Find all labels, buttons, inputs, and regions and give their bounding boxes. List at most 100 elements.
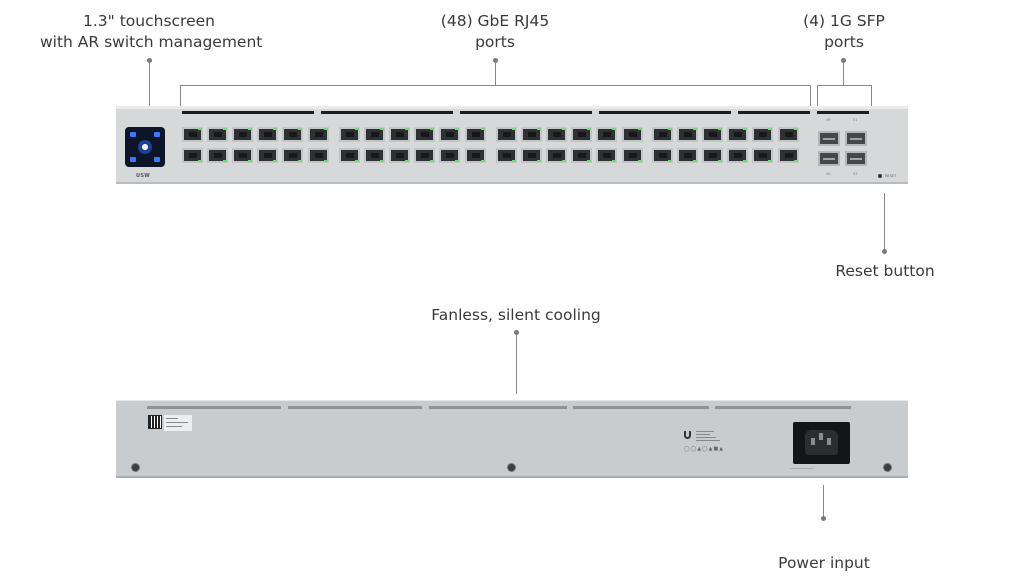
reset-callout: Reset button (835, 262, 935, 280)
screw-icon (507, 463, 516, 472)
rj45-port[interactable] (677, 148, 698, 163)
rj45-port[interactable] (282, 127, 303, 142)
sfp-bracket (817, 85, 871, 86)
sfp-port[interactable] (845, 131, 867, 146)
link-led (273, 128, 277, 130)
sfp-port[interactable] (845, 151, 867, 166)
link-led (430, 128, 434, 130)
rj45-port[interactable] (752, 127, 773, 142)
vent-slot (429, 406, 567, 409)
sfp-callout-line2: ports (824, 33, 864, 51)
rj45-port[interactable] (778, 127, 799, 142)
link-led (768, 128, 772, 130)
rj45-port[interactable] (257, 148, 278, 163)
rj45-port[interactable] (571, 127, 592, 142)
reset-button[interactable] (878, 174, 882, 178)
touchscreen-bl-icon (130, 157, 136, 162)
rj45-port[interactable] (207, 127, 228, 142)
sfp-callout-line1: (4) 1G SFP (803, 12, 885, 30)
rj45-port[interactable] (232, 127, 253, 142)
rj45-port[interactable] (339, 127, 360, 142)
rj45-port[interactable] (496, 127, 517, 142)
link-led (718, 160, 722, 162)
rj45-port[interactable] (727, 127, 748, 142)
rj45-port[interactable] (652, 148, 673, 163)
rj45-port[interactable] (571, 148, 592, 163)
link-led (562, 160, 566, 162)
rj45-port[interactable] (364, 127, 385, 142)
rj45-port[interactable] (364, 148, 385, 163)
rj45-port[interactable] (308, 148, 329, 163)
rj45-port[interactable] (546, 148, 567, 163)
sfp-port[interactable] (818, 131, 840, 146)
port-group-bar (738, 111, 810, 114)
link-led (668, 160, 672, 162)
rj45-port[interactable] (752, 148, 773, 163)
link-led (355, 160, 359, 162)
rj45-port[interactable] (182, 127, 203, 142)
rj45-port[interactable] (778, 148, 799, 163)
vent-slot (147, 406, 281, 409)
rj45-port[interactable] (414, 148, 435, 163)
rj45-port[interactable] (414, 127, 435, 142)
rj45-port[interactable] (727, 148, 748, 163)
port-group-bar (321, 111, 453, 114)
rj45-port[interactable] (439, 148, 460, 163)
rj45-port[interactable] (439, 127, 460, 142)
rj45-port[interactable] (257, 127, 278, 142)
regulatory-text (696, 437, 716, 438)
rj45-port[interactable] (622, 148, 643, 163)
link-led (455, 128, 459, 130)
touchscreen-dial (138, 140, 152, 154)
sfp-bracket-right (871, 85, 872, 106)
link-led (638, 128, 642, 130)
screw-icon (883, 463, 892, 472)
rj45-port[interactable] (465, 127, 486, 142)
port-group-bar (182, 111, 314, 114)
rj45-port[interactable] (282, 148, 303, 163)
rj45-port[interactable] (622, 127, 643, 142)
sfp-callout-dot (841, 58, 846, 63)
link-led (794, 160, 798, 162)
rj45-port[interactable] (232, 148, 253, 163)
rj45-callout-stem (495, 61, 496, 86)
touchscreen-icon (125, 127, 165, 167)
touchscreen-tl-icon (130, 132, 136, 137)
touchscreen-br-icon (154, 157, 160, 162)
link-led (380, 128, 384, 130)
link-led (298, 128, 302, 130)
link-led (405, 160, 409, 162)
rj45-port[interactable] (652, 127, 673, 142)
link-led (638, 160, 642, 162)
rj45-port[interactable] (702, 127, 723, 142)
rj45-bracket-left (180, 85, 181, 106)
port-group-bar (460, 111, 592, 114)
rj45-port[interactable] (389, 148, 410, 163)
link-led (405, 128, 409, 130)
rj45-port[interactable] (677, 127, 698, 142)
link-led (693, 128, 697, 130)
rj45-port[interactable] (465, 148, 486, 163)
link-led (223, 160, 227, 162)
link-led (248, 128, 252, 130)
link-led (248, 160, 252, 162)
rj45-port[interactable] (339, 148, 360, 163)
rj45-port[interactable] (207, 148, 228, 163)
power-pin (827, 438, 831, 445)
rj45-port[interactable] (308, 127, 329, 142)
rj45-port[interactable] (182, 148, 203, 163)
power-socket-icon[interactable] (793, 422, 850, 464)
rj45-port[interactable] (521, 148, 542, 163)
rj45-port[interactable] (596, 127, 617, 142)
rj45-port[interactable] (496, 148, 517, 163)
rj45-port[interactable] (702, 148, 723, 163)
sfp-port[interactable] (818, 151, 840, 166)
rj45-port[interactable] (546, 127, 567, 142)
link-led (537, 160, 541, 162)
rj45-callout-line1: (48) GbE RJ45 (440, 12, 550, 30)
link-led (612, 128, 616, 130)
rj45-port[interactable] (521, 127, 542, 142)
rj45-port[interactable] (596, 148, 617, 163)
sfp-group-bar (817, 111, 869, 114)
rj45-port[interactable] (389, 127, 410, 142)
